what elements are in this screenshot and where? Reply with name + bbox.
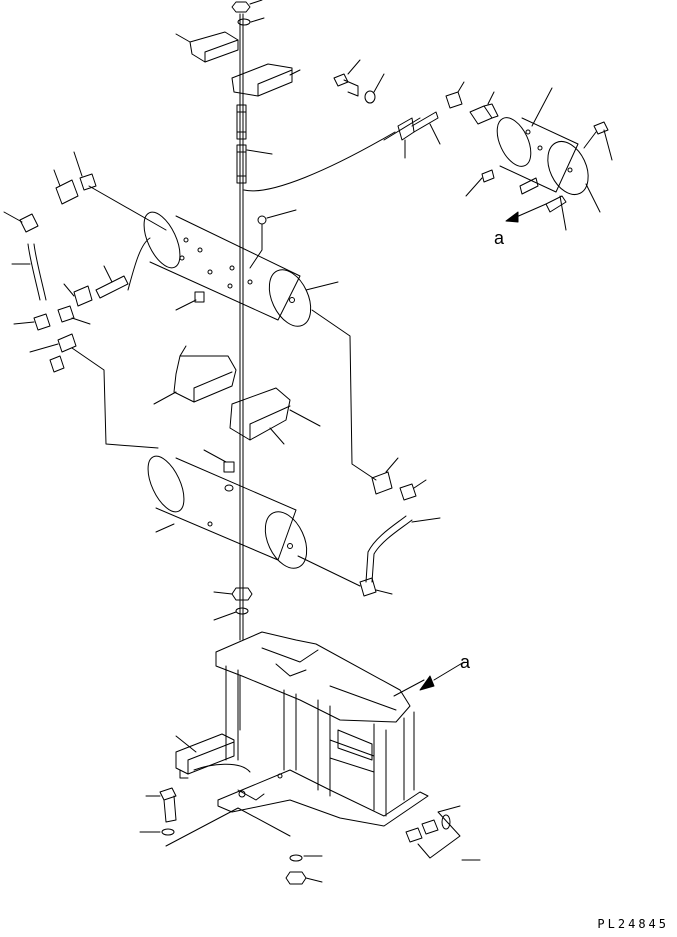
bolt-top <box>333 59 361 97</box>
lower-pipe-washer <box>213 607 249 621</box>
right-elbow <box>399 479 427 501</box>
left-fitting-5 <box>57 305 91 325</box>
left-fitting-3 <box>3 211 39 233</box>
ref-label-bottom: a <box>460 652 471 672</box>
drawing-code: PL24845 <box>597 917 669 931</box>
middle-tank-fitting-top <box>249 209 297 269</box>
right-fitting-1 <box>371 457 399 495</box>
right-air-line <box>311 309 377 481</box>
left-fitting-1 <box>73 151 97 191</box>
top-nut <box>231 0 263 13</box>
leader-left-upper <box>88 185 167 231</box>
pipe-coupler-lower <box>236 144 273 184</box>
upper-bracket-1 <box>175 31 239 63</box>
bottom-leader-left <box>165 807 291 847</box>
right-short-hose <box>365 515 441 583</box>
lower-air-tank <box>147 455 308 569</box>
tank-fitting-lower <box>519 177 539 195</box>
left-short-hose <box>11 243 47 301</box>
ref-label-top: a <box>494 228 505 248</box>
pipe-clamp-upper <box>153 345 237 405</box>
middle-tank-plug <box>175 291 205 311</box>
tee-fitting <box>383 111 441 159</box>
connector-top <box>469 91 499 125</box>
bottom-washer <box>139 828 175 836</box>
bottom-center-washer <box>289 854 323 862</box>
bottom-right-nut-2 <box>421 819 439 835</box>
tank-nipple <box>545 195 567 231</box>
left-fitting-2 <box>53 169 79 205</box>
bottom-center-nut <box>285 871 323 885</box>
pipe-clamp-lower <box>229 387 321 445</box>
direction-arrow-top <box>505 203 547 223</box>
top-washer <box>237 17 265 26</box>
tank-to-left-hose <box>127 237 151 291</box>
upper-hose <box>243 131 396 192</box>
left-pipe-nipple <box>95 265 129 299</box>
left-tee-1 <box>13 313 51 331</box>
left-to-lower-line <box>71 347 159 449</box>
pipe-coupler-upper <box>236 104 247 140</box>
lower-tank-to-tee <box>297 555 361 587</box>
left-fitting-4 <box>63 283 93 307</box>
middle-air-tank <box>143 211 339 327</box>
tank-bolt-right <box>583 121 613 161</box>
bottom-right-nut-1 <box>405 827 423 843</box>
lower-tee <box>359 577 393 597</box>
lower-pipe-nut <box>213 587 253 601</box>
tank-drain-plug <box>465 169 495 197</box>
bottom-right-washer <box>441 814 451 830</box>
elbow-top <box>445 81 465 109</box>
left-tee-2 <box>29 333 77 353</box>
bottom-right-leader <box>417 805 461 859</box>
vertical-air-pipe <box>239 13 244 641</box>
bottom-bolt <box>145 787 177 823</box>
left-elbow <box>49 355 65 373</box>
small-air-tank <box>496 87 601 213</box>
support-frame <box>175 631 465 827</box>
upper-bracket-2 <box>231 63 301 97</box>
washer-top <box>364 73 385 104</box>
lower-tank-plug <box>203 449 235 492</box>
